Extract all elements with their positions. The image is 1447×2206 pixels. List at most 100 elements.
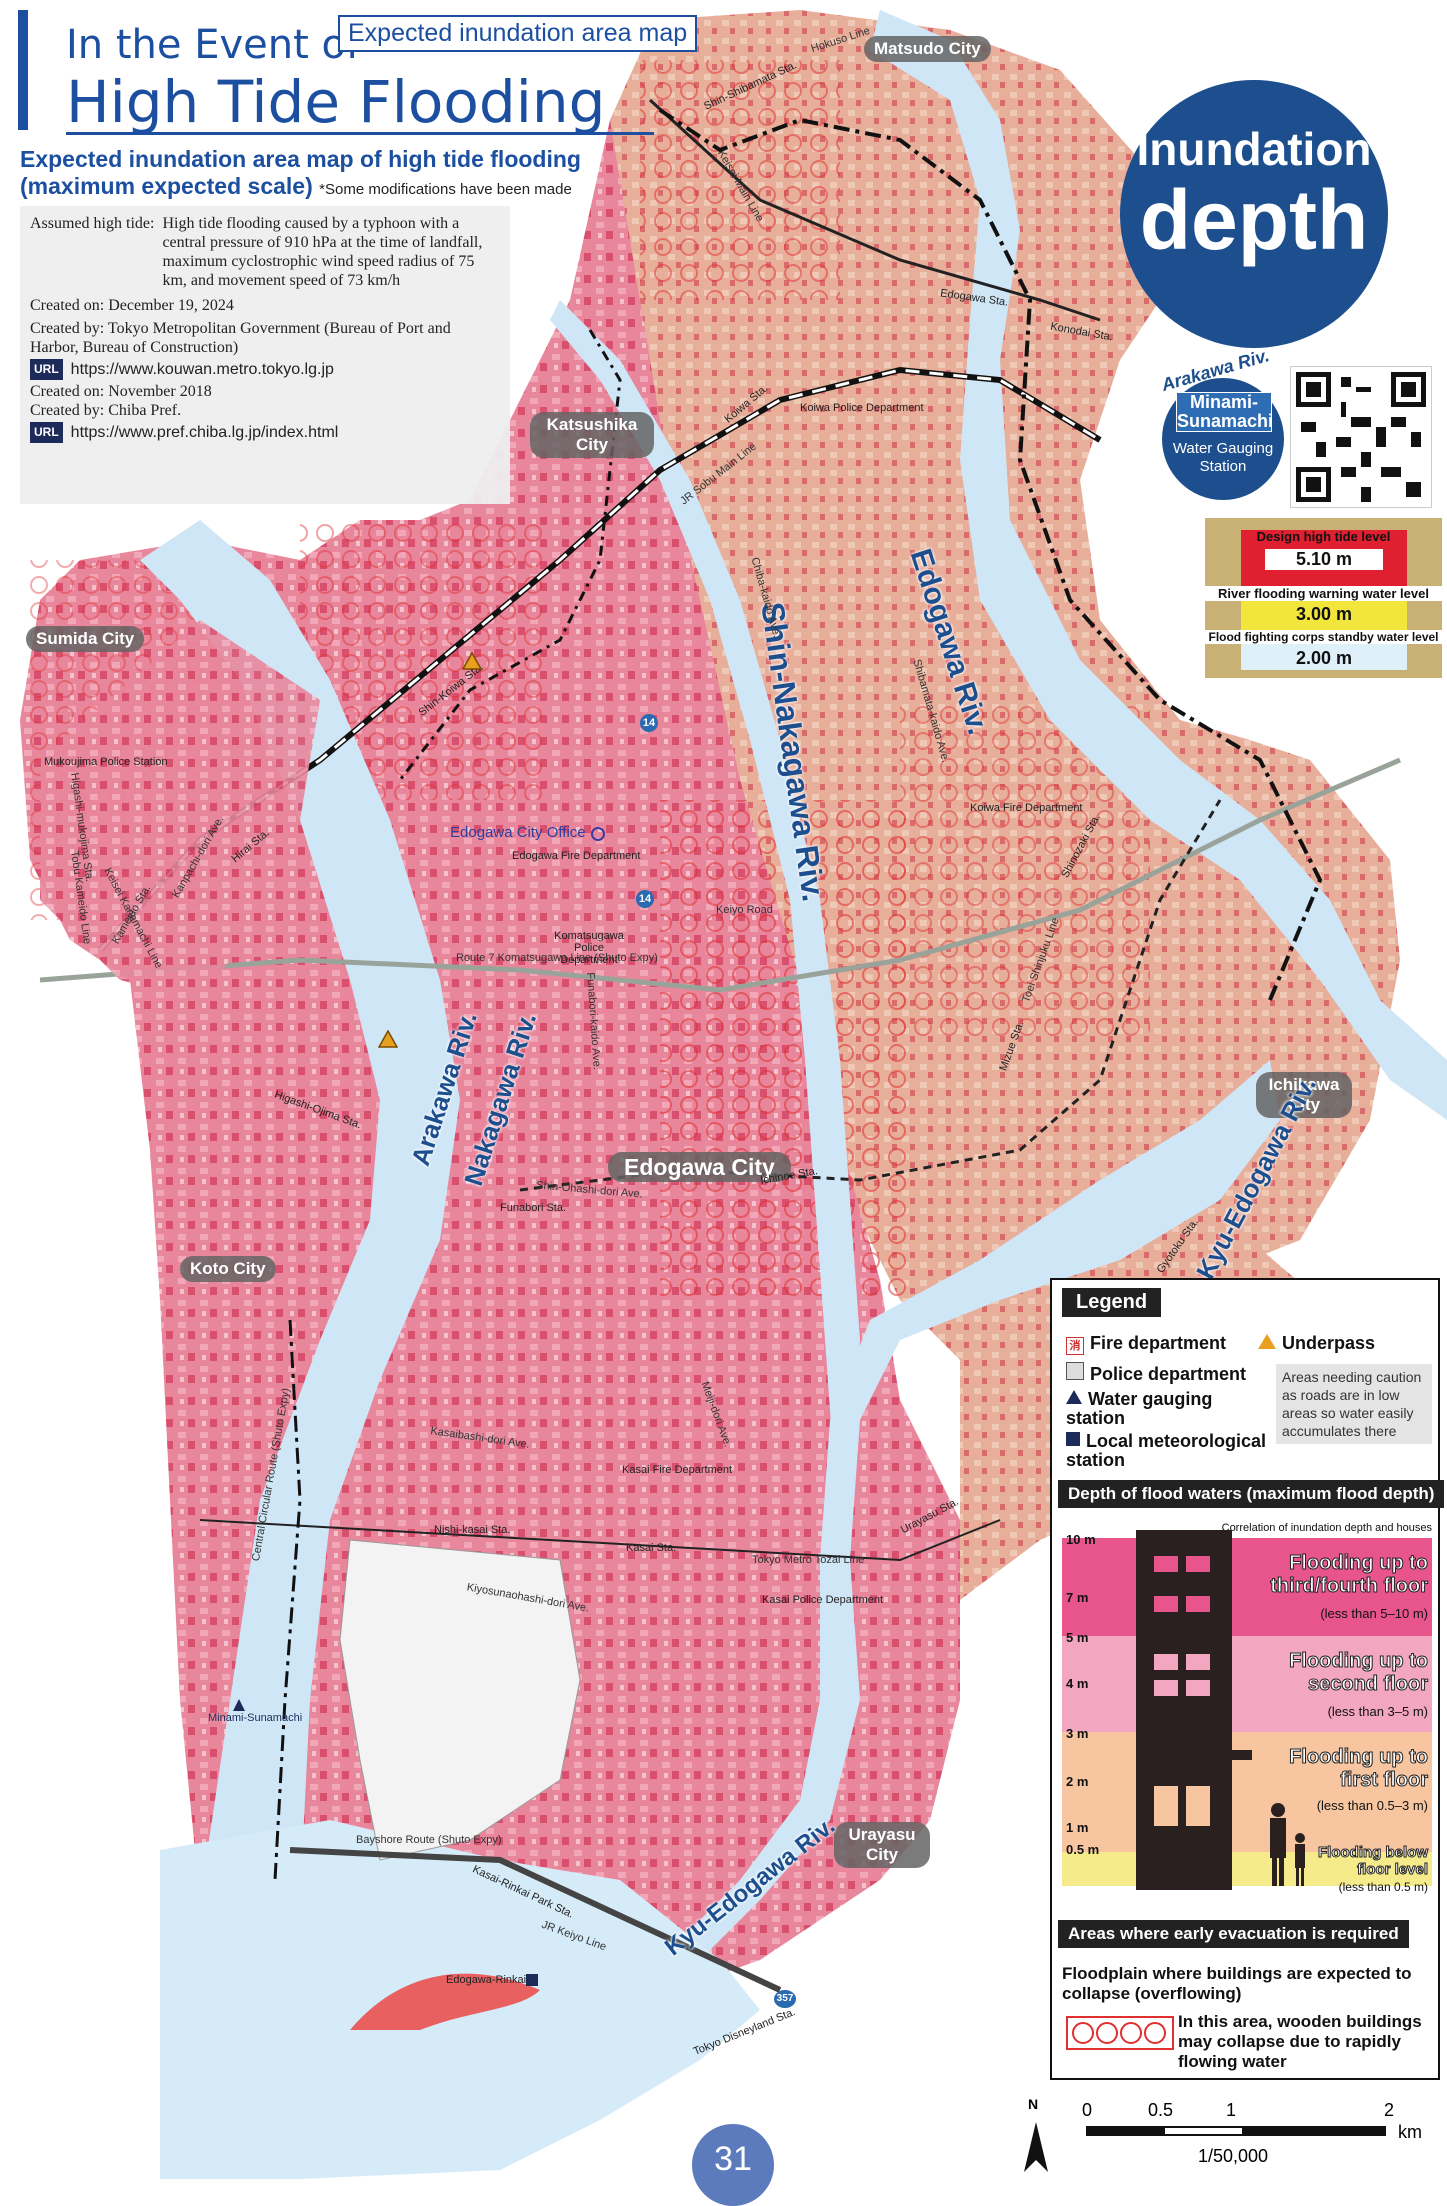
underpass-icon [1258, 1334, 1276, 1349]
scale-label-1: 1 [1226, 2100, 1237, 2120]
facility-minami-sunamachi: Minami-Sunamachi [208, 1712, 303, 1724]
tick-5m: 5 m [1066, 1630, 1089, 1645]
station-nishi-kasai: Nishi-kasai Sta. [434, 1524, 511, 1536]
tick-3m: 3 m [1066, 1726, 1089, 1741]
subtitle-line-1: Expected inundation area map of high tid… [20, 146, 581, 172]
depth-badge-line-1: Inundation [1136, 123, 1372, 175]
line-tozai: Tokyo Metro Tozai Line [752, 1554, 865, 1566]
qr-code[interactable] [1290, 366, 1432, 508]
road-bayshore: Bayshore Route (Shuto Expy) [356, 1834, 502, 1846]
title-tag: Expected inundation area map [338, 15, 698, 52]
building-silhouette-icon [1136, 1530, 1252, 1890]
people-silhouette-icon [1270, 1803, 1305, 1886]
scale-bar-graphic [1086, 2126, 1386, 2136]
inundation-depth-badge: Inundation depth [1120, 80, 1388, 348]
collapse-description: In this area, wooden buildings may colla… [1178, 2012, 1422, 2071]
evac-section-title: Areas where early evacuation is required [1058, 1920, 1409, 1948]
created-on-1: Created on: December 19, 2024 [30, 297, 234, 314]
legend-caution-note: Areas needing caution as roads are in lo… [1276, 1364, 1432, 1444]
assumed-row: Assumed high tide: High tide flooding ca… [30, 214, 500, 290]
created-by-2: Created by: Chiba Pref. [30, 402, 182, 419]
tick-7m: 7 m [1066, 1590, 1089, 1605]
place-ichikawa: Ichikawa City [1256, 1072, 1352, 1118]
tick-2m: 2 m [1066, 1774, 1089, 1789]
title-accent-bar [18, 10, 28, 130]
band4-title: Flooding below floor level [1318, 1844, 1429, 1879]
collapse-swatch [1066, 2016, 1174, 2050]
gauge-level1-value: 5.10 m [1265, 549, 1383, 570]
title-line-1: In the Event of [66, 22, 361, 68]
place-urayasu: Urayasu City [834, 1822, 930, 1868]
route-14-marker-2: 14 [636, 890, 654, 908]
place-katsushika: Katsushika City [530, 412, 654, 458]
gauge-station-badge: Minami-Sunamachi Water Gauging Station [1162, 378, 1284, 500]
scale-label-0: 0 [1082, 2100, 1093, 2120]
facility-edogawa-fire: Edogawa Fire Department [512, 850, 641, 862]
band2-title: Flooding up to second floor [1289, 1650, 1429, 1696]
assumed-label: Assumed high tide: [30, 215, 155, 232]
gauge-level3-label: Flood fighting corps standby water level [1205, 630, 1442, 644]
url-link-2[interactable]: https://www.pref.chiba.lg.jp/index.html [70, 424, 339, 441]
station-funabori: Funabori Sta. [500, 1202, 567, 1214]
subtitle-note: *Some modifications have been made [319, 181, 572, 198]
route-14-marker: 14 [640, 714, 658, 732]
scale-ratio: 1/50,000 [1198, 2146, 1269, 2166]
facility-kasai-fire: Kasai Fire Department [622, 1464, 733, 1476]
underpass-icon [378, 1030, 398, 1048]
band1-sub: (less than 5–10 m) [1320, 1606, 1428, 1621]
legend-fire: 消 Fire department [1066, 1334, 1226, 1355]
north-arrow-icon [1024, 2122, 1048, 2172]
created-by-1: Created by: Tokyo Metropolitan Governmen… [30, 320, 451, 356]
title-line-2: High Tide Flooding [66, 68, 606, 136]
place-koto: Koto City [180, 1256, 276, 1282]
depth-band-3-5m [1062, 1636, 1432, 1732]
route-357-marker: 357 [774, 1990, 796, 2008]
band1-title: Flooding up to third/fourth floor [1270, 1552, 1429, 1598]
underpass-icon [462, 652, 482, 670]
url-link-1[interactable]: https://www.kouwan.metro.tokyo.lg.jp [70, 361, 334, 378]
north-label: N [1028, 2096, 1039, 2112]
tick-1m: 1 m [1066, 1820, 1089, 1835]
correlation-caption: Correlation of inundation depth and hous… [1221, 1522, 1432, 1534]
depth-band-below-05m [1062, 1852, 1432, 1886]
depth-badge-line-2: depth [1139, 173, 1369, 267]
tick-10m: 10 m [1066, 1532, 1096, 1547]
facility-edogawa-office: Edogawa City Office [450, 824, 586, 841]
scale-label-2: 2 [1384, 2100, 1395, 2120]
gauge-level3-value: 2.00 m [1295, 648, 1353, 668]
facility-koiwa-fire: Koiwa Fire Department [970, 802, 1083, 814]
legend-fire-label: Fire department [1090, 1333, 1227, 1353]
gauge-station-sub: Water Gauging Station [1172, 440, 1274, 475]
facility-mukoujima-police: Mukoujima Police Station [44, 756, 168, 768]
url-row-2[interactable]: URL https://www.pref.chiba.lg.jp/index.ht… [30, 422, 500, 443]
page-number: 31 [692, 2124, 774, 2206]
gauge-level2-label: River flooding warning water level [1205, 586, 1442, 601]
water-gauge-icon [233, 1699, 245, 1711]
scale-bar: N 0 0.5 1 2 km 1/50,000 [1020, 2096, 1440, 2176]
qr-code-icon [1291, 367, 1431, 507]
band3-title: Flooding up to first floor [1289, 1746, 1429, 1792]
meteo-station-icon [1066, 1432, 1080, 1446]
band2-sub: (less than 3–5 m) [1327, 1704, 1428, 1719]
facility-kasai-police: Kasai Police Department [762, 1594, 884, 1606]
url-row-1[interactable]: URL https://www.kouwan.metro.tokyo.lg.jp [30, 359, 500, 380]
scale-unit: km [1398, 2122, 1422, 2142]
legend-meteo: Local meteorological station [1066, 1432, 1286, 1470]
facility-koiwa-police: Koiwa Police Department [800, 402, 924, 414]
url-badge: URL [30, 422, 63, 443]
road-route7: Route 7 Komatsugawa Line (Shuto Expy) [456, 952, 658, 964]
place-edogawa: Edogawa City [608, 1152, 791, 1182]
url-badge: URL [30, 359, 63, 380]
police-department-icon [1066, 1362, 1084, 1380]
tick-05m: 0.5 m [1066, 1842, 1100, 1857]
place-matsudo: Matsudo City [864, 36, 991, 62]
fire-department-icon: 消 [1066, 1337, 1084, 1355]
legend-underpass-label: Underpass [1282, 1333, 1376, 1353]
subtitle: Expected inundation area map of high tid… [20, 146, 620, 203]
road-keiyo: Keiyo Road [716, 904, 773, 916]
legend-title: Legend [1062, 1288, 1162, 1317]
gauge-station-name: Minami-Sunamachi [1176, 392, 1274, 432]
assumed-text: High tide flooding caused by a typhoon w… [162, 215, 483, 289]
